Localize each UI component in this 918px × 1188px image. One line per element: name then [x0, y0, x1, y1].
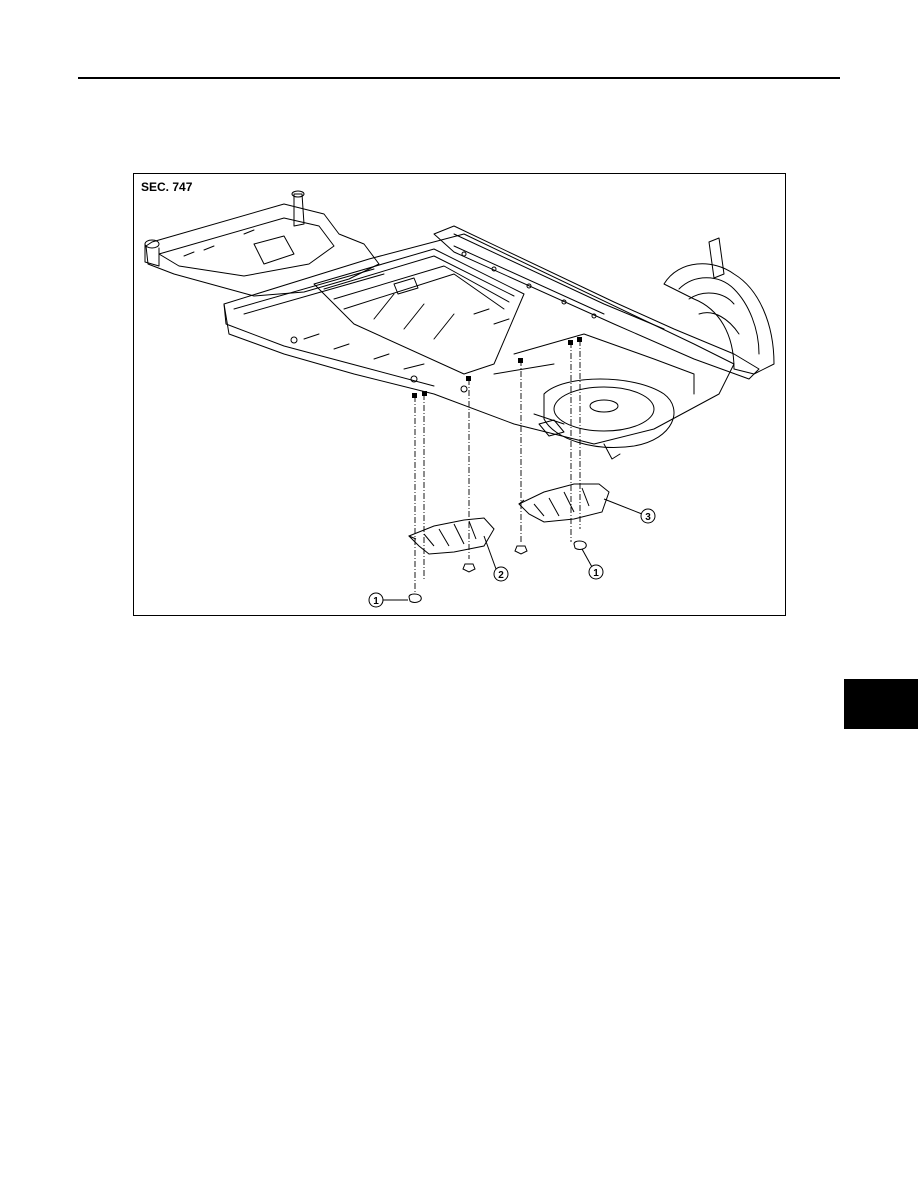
callout-2: 2 — [493, 566, 509, 582]
section-index-tab — [844, 679, 918, 729]
right-side-rail — [433, 225, 760, 380]
exploded-view-figure: SEC. 747 — [133, 173, 786, 616]
header-rule — [78, 77, 840, 79]
underbody-illustration: 1 2 1 3 — [144, 190, 775, 608]
section-label: SEC. 747 — [141, 180, 193, 194]
floor-pan — [223, 233, 735, 445]
center-tunnel — [313, 248, 525, 375]
front-crossmember — [145, 203, 380, 297]
heat-insulator-right — [518, 483, 610, 523]
clip-right — [573, 540, 587, 550]
clip-left — [408, 593, 422, 603]
heat-insulator-left — [408, 517, 495, 555]
callout-3: 3 — [640, 508, 656, 524]
svg-text:3: 3 — [645, 512, 651, 523]
svg-text:1: 1 — [373, 596, 379, 607]
svg-text:2: 2 — [498, 570, 504, 581]
callout-1-right: 1 — [588, 564, 604, 580]
nut-center — [514, 545, 528, 555]
nut-left — [462, 563, 476, 573]
callout-1-left: 1 — [368, 592, 384, 608]
svg-text:1: 1 — [593, 568, 599, 579]
rear-wheel-housing — [663, 263, 775, 375]
spare-tire-well — [543, 378, 675, 448]
